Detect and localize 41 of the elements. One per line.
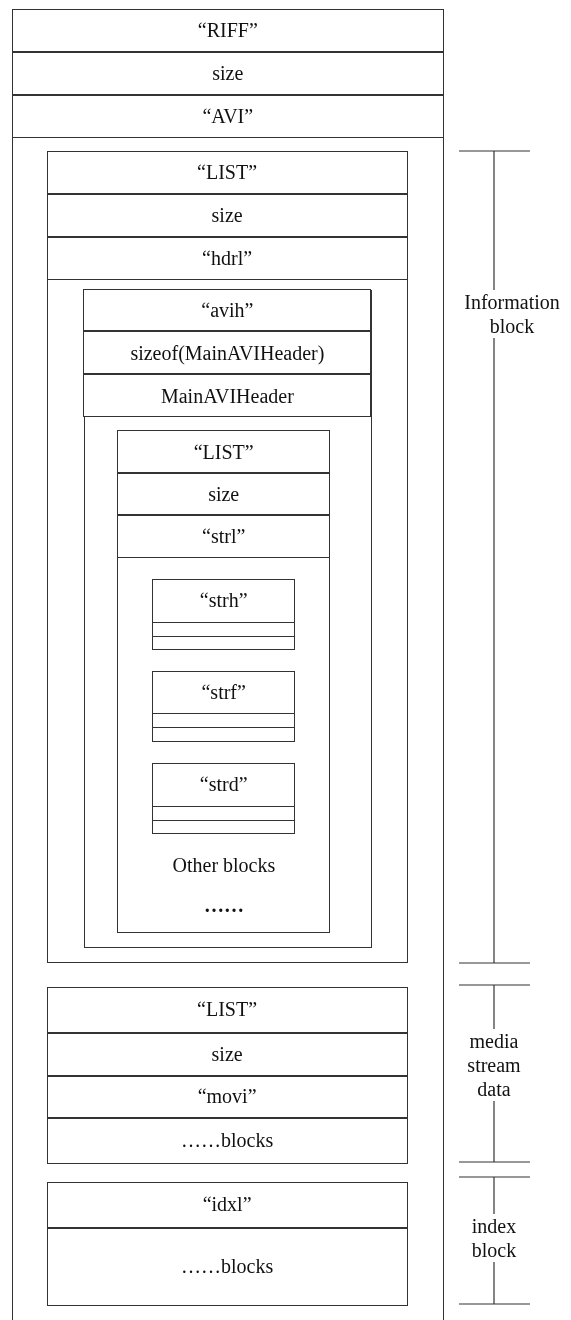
- data-row: [117, 473, 331, 516]
- data-row: [83, 289, 372, 332]
- field-label: “avih”: [200, 298, 255, 323]
- field-label: Other blocks: [171, 853, 277, 878]
- data-row: [46, 1075, 408, 1118]
- field-label: “strh”: [198, 588, 249, 612]
- field-label: “LIST”: [196, 159, 259, 184]
- field-label: “RIFF”: [196, 18, 259, 43]
- chunk-box: [152, 763, 296, 835]
- ellipsis-text: ……: [202, 893, 245, 918]
- data-row: [46, 193, 408, 237]
- field-label: “AVI”: [201, 104, 255, 129]
- field-label: “LIST”: [196, 997, 259, 1022]
- field-label: size: [207, 482, 241, 506]
- container-box: [46, 150, 408, 963]
- field-label: “strf”: [200, 680, 247, 704]
- field-label: size: [210, 1041, 244, 1066]
- field-label: ……blocks: [180, 1254, 275, 1279]
- data-row: [11, 94, 444, 138]
- data-row: [83, 331, 372, 375]
- field-label: “LIST”: [192, 439, 255, 464]
- field-label: MainAVIHeader: [159, 383, 295, 408]
- field-label: size: [211, 61, 245, 86]
- field-label: “strd”: [198, 772, 249, 796]
- field-label: “hdrl”: [201, 245, 254, 270]
- field-label: “idxl”: [201, 1192, 253, 1217]
- field-label: “strl”: [201, 524, 247, 549]
- field-label: size: [210, 202, 244, 227]
- chunk-box: [152, 671, 296, 743]
- data-row: [46, 1032, 408, 1076]
- chunk-box: [152, 579, 296, 651]
- data-row: [11, 51, 444, 95]
- data-row: [83, 374, 372, 418]
- data-row: [46, 236, 408, 280]
- container-box: [83, 289, 372, 948]
- field-label: ……blocks: [180, 1128, 275, 1153]
- field-label: “movi”: [196, 1084, 258, 1109]
- container-box: [117, 430, 331, 934]
- container-box: [12, 9, 444, 1320]
- field-label: sizeof(MainAVIHeader): [129, 340, 326, 365]
- data-row: [117, 515, 331, 559]
